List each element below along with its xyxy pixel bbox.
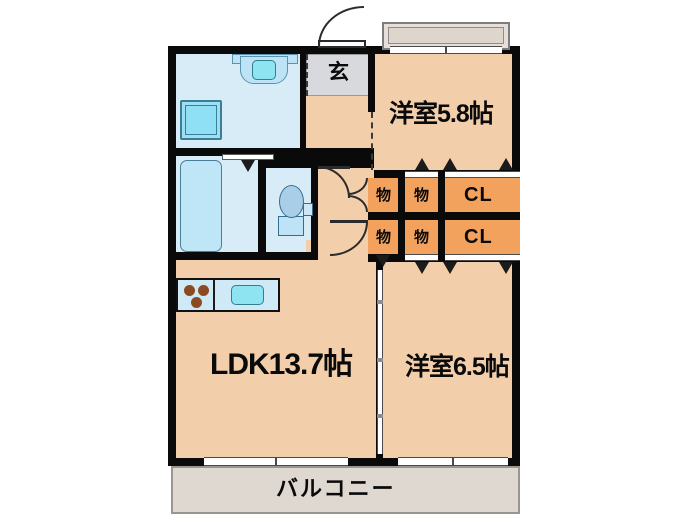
closet-top-marker-3 <box>499 158 513 170</box>
toilet-base <box>278 216 304 236</box>
storage-mono-top-left-label: 物 <box>376 187 392 204</box>
bedroom-65-label: 洋室6.5帖 <box>405 353 510 381</box>
wall-hallway-right <box>368 46 375 112</box>
kitchen-sink <box>231 285 264 305</box>
closet-bottom-marker-1 <box>415 262 429 274</box>
storage-mono-top-right-label: 物 <box>414 187 430 204</box>
stove-burner-2 <box>198 285 209 296</box>
stove-burner-1 <box>184 285 195 296</box>
divider-bot-2 <box>438 220 445 254</box>
toilet-door-leaf <box>318 166 350 169</box>
closet-top-label: CL <box>464 184 493 206</box>
sliding-door-mark-2 <box>377 358 383 362</box>
vanity-sink <box>252 60 276 80</box>
storage-mono-bot-left-label: 物 <box>376 229 392 246</box>
bedroom-58-window-mullion <box>445 46 447 54</box>
sliding-door-mark-3 <box>377 414 383 418</box>
closet-top-marker-2 <box>443 158 457 170</box>
wall-washroom-right <box>300 54 306 154</box>
closet-top-marker-1 <box>415 158 429 170</box>
bedroom-65-area <box>382 262 512 458</box>
wall-bath-bottom <box>168 252 318 260</box>
storage-mono-bot-right-label: 物 <box>414 229 430 246</box>
wall-top <box>168 46 520 54</box>
closet-top-sash-a <box>405 171 438 178</box>
divider-top-1 <box>398 178 405 212</box>
hallway-partition <box>371 112 373 170</box>
balcony-area <box>171 466 520 514</box>
ldk-balcony-window-mullion <box>275 457 277 466</box>
kitchen-divider <box>213 280 215 310</box>
stove-burner-3 <box>191 297 202 308</box>
divider-bot-1 <box>398 220 405 254</box>
washing-machine-inner <box>185 105 217 135</box>
closet-bottom-marker-3 <box>499 262 513 274</box>
bedroom-58-label: 洋室5.8帖 <box>389 100 494 128</box>
balcony-label: バルコニー <box>276 476 396 501</box>
wall-closet-bottom <box>368 254 520 262</box>
toilet-tank <box>303 203 313 216</box>
storage-mono-top-left <box>368 178 398 212</box>
closet-bottom-sash-b <box>445 254 520 261</box>
entrance-door-arc <box>318 6 364 46</box>
storage-mono-top-right <box>405 178 438 212</box>
wall-closet-mid <box>368 212 520 220</box>
divider-top-2 <box>438 178 445 212</box>
genkan-label: 玄 <box>328 61 349 84</box>
bathtub <box>180 160 222 252</box>
bedroom-58-bay-inner <box>388 27 504 44</box>
wall-washroom-bottom <box>176 148 306 156</box>
closet-top <box>445 178 520 212</box>
storage-mono-bot-right <box>405 220 438 254</box>
storage-bot-left-marker <box>376 255 390 267</box>
storage-mono-bot-left <box>368 220 398 254</box>
wall-toilet-left <box>258 148 266 260</box>
wall-toilet-right <box>311 166 318 260</box>
closet-bottom <box>445 220 520 254</box>
closet-bottom-marker-2 <box>443 262 457 274</box>
bath-door <box>222 154 274 160</box>
closet-top-sash-b <box>445 171 520 178</box>
genkan-partition <box>306 54 308 96</box>
ldk-bedroom-sliding-door <box>377 270 383 454</box>
wall-toilet-top <box>258 148 374 168</box>
bedroom-65-window-mullion <box>452 457 454 466</box>
storage-bot-door-leaf <box>330 220 368 223</box>
bedroom-58-area <box>374 54 512 176</box>
closet-bottom-label: CL <box>464 226 493 248</box>
closet-bottom-sash-a <box>405 254 438 261</box>
bath-door-marker <box>241 160 255 172</box>
ldk-label: LDK13.7帖 <box>210 348 353 381</box>
sliding-door-mark-1 <box>377 300 383 304</box>
toilet-bowl <box>279 185 304 218</box>
